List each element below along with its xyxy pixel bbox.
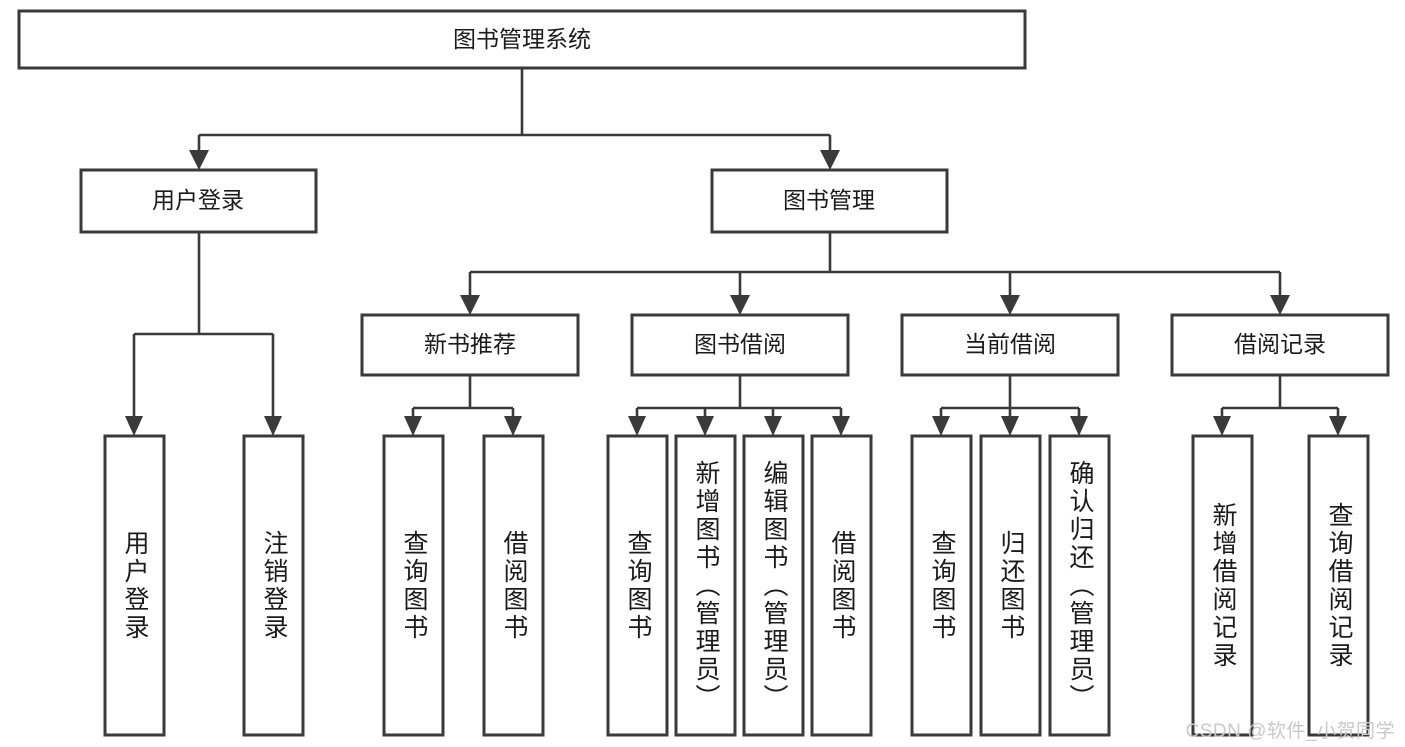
node-book-borrow[interactable] [630,313,850,377]
node-borrow-record-label: 借阅记录 [1234,331,1326,357]
arrow-borrowrecord-leaf-1 [1213,416,1231,436]
arrow-userlogin-leaf-2 [264,416,282,436]
arrow-to-newbook [460,295,480,315]
node-new-book-recommend[interactable] [360,313,580,377]
connector-layer [125,68,1347,436]
arrow-bookborrow-leaf-1 [628,416,646,436]
leaf-box-user-login-1[interactable] [103,434,166,737]
arrow-bookborrow-leaf-2 [696,416,714,436]
arrow-currentborrow-leaf-2 [1001,416,1019,436]
node-root-book-management-system[interactable] [17,9,1027,70]
arrow-to-currentborrow [1000,295,1020,315]
leaf-box-book-borrow-2[interactable] [674,434,737,737]
arrow-borrowrecord-leaf-2 [1329,416,1347,436]
leaf-box-current-borrow-2[interactable] [979,434,1042,737]
leaf-box-new-book-1[interactable] [382,434,445,737]
leaf-box-borrow-record-2[interactable] [1307,434,1370,737]
node-layer: 图书管理系统 用户登录 图书管理 新书推荐 图书借阅 当前借阅 借阅记录 [17,9,1390,737]
node-new-book-recommend-label: 新书推荐 [424,331,516,357]
node-book-borrow-label: 图书借阅 [694,331,786,357]
watermark-text: CSDN @软件_小贺同学 [1185,721,1395,742]
leaf-box-book-borrow-4[interactable] [810,434,873,737]
node-current-borrow[interactable] [900,313,1120,377]
leaf-box-current-borrow-1[interactable] [910,434,973,737]
arrow-currentborrow-leaf-3 [1070,416,1088,436]
leaf-box-book-borrow-3[interactable] [742,434,805,737]
leaf-box-user-login-2[interactable] [242,434,305,737]
leaf-box-current-borrow-3[interactable] [1048,434,1111,737]
arrow-to-userlogin [189,150,209,170]
arrow-to-bookmgmt [820,150,840,170]
arrow-currentborrow-leaf-1 [932,416,950,436]
arrow-newbook-leaf-2 [504,416,522,436]
arrow-newbook-leaf-1 [404,416,422,436]
node-user-login[interactable] [79,168,318,234]
leaf-box-new-book-2[interactable] [482,434,545,737]
arrow-userlogin-leaf-1 [125,416,143,436]
node-book-management[interactable] [710,168,949,234]
arrow-to-bookborrow [730,295,750,315]
node-book-management-label: 图书管理 [783,187,875,213]
arrow-to-borrowrecord [1270,295,1290,315]
arrow-bookborrow-leaf-4 [832,416,850,436]
leaf-box-borrow-record-1[interactable] [1191,434,1254,737]
node-user-login-label: 用户登录 [152,187,244,213]
leaf-box-book-borrow-1[interactable] [606,434,669,737]
node-borrow-record[interactable] [1170,313,1390,377]
arrow-bookborrow-leaf-3 [764,416,782,436]
node-current-borrow-label: 当前借阅 [964,331,1056,357]
node-root-label: 图书管理系统 [453,26,591,52]
